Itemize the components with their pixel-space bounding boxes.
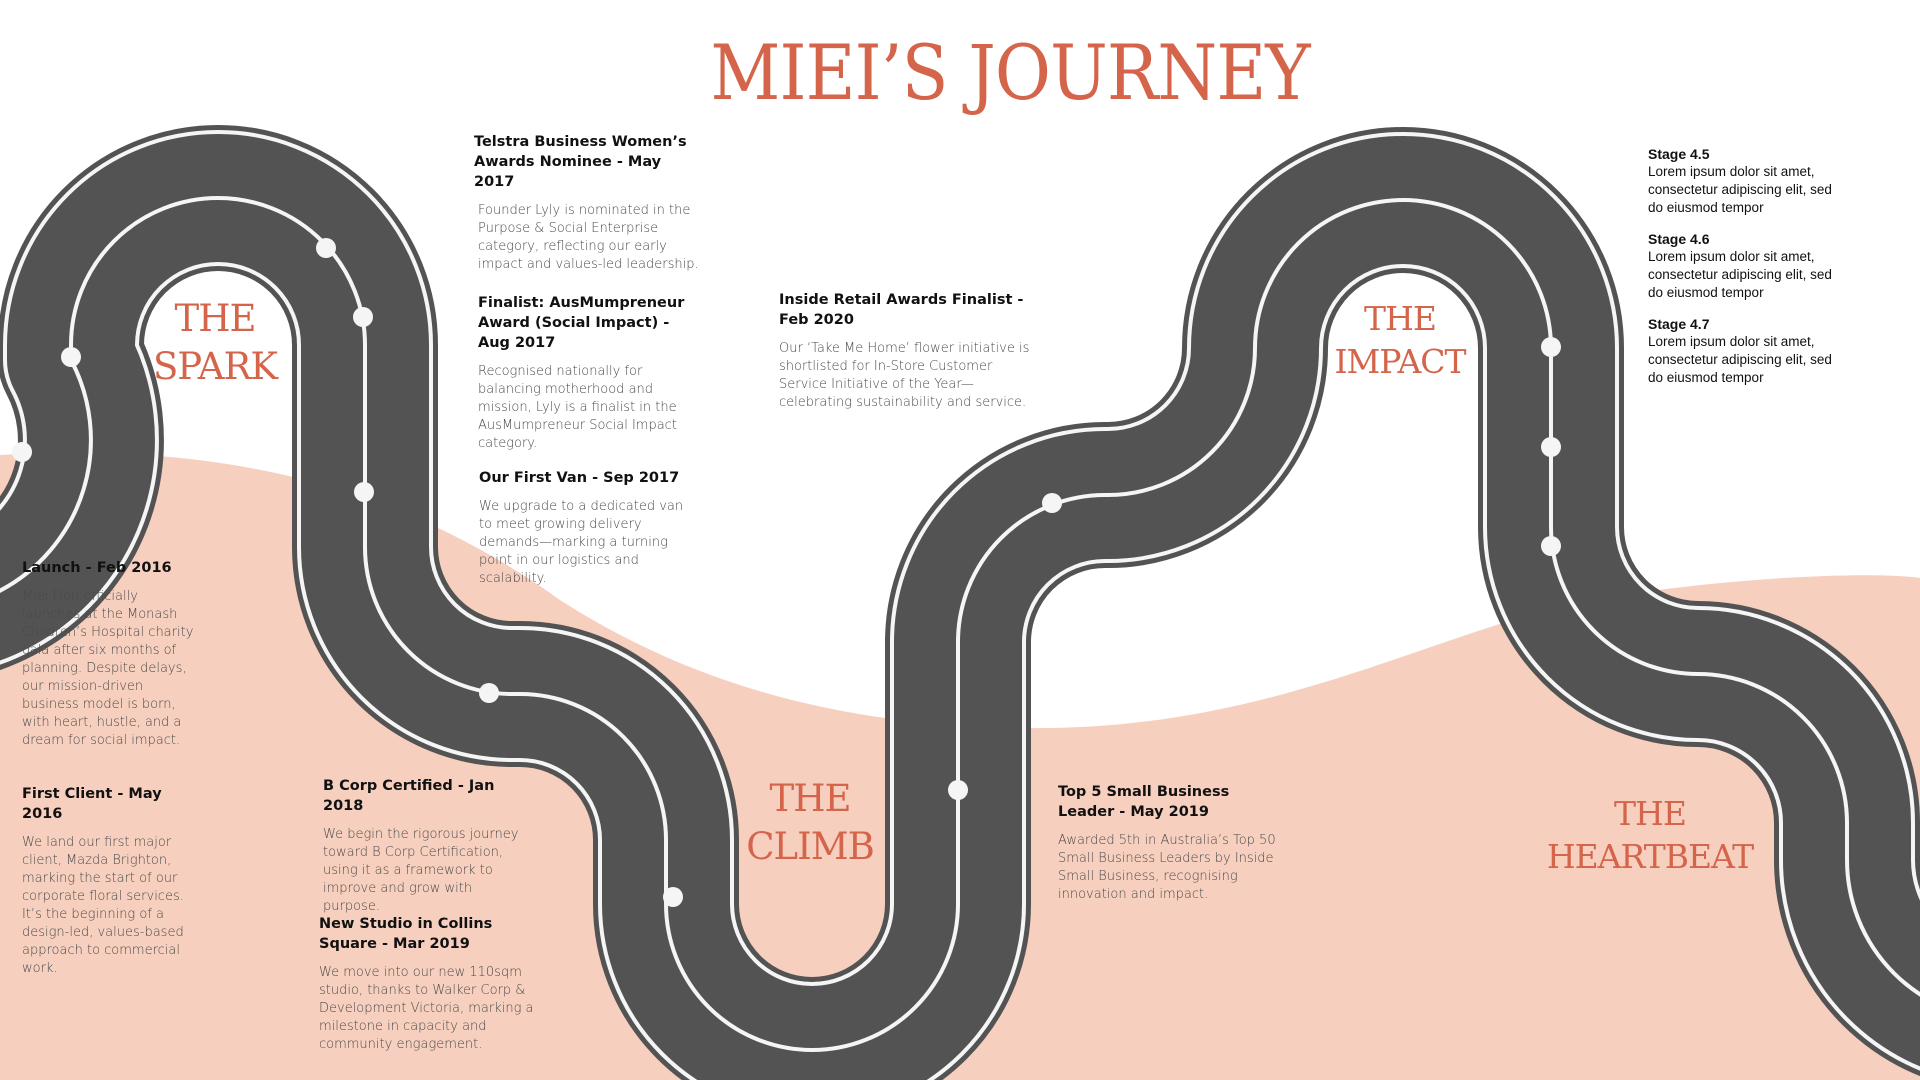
milestone-body: Miei Fiori officially launches at the Mo…: [22, 589, 194, 748]
milestone-heading: Inside Retail Awards Finalist - Feb 2020: [779, 292, 1024, 328]
stage-label-spark: THE SPARK: [130, 295, 300, 391]
stage-label-climb: THE CLIMB: [720, 775, 900, 871]
milestone-body: We land our first major client, Mazda Br…: [22, 835, 184, 976]
milestone-marker-dot: [479, 683, 499, 703]
milestone-collins-square: New Studio in Collins Square - Mar 2019 …: [319, 914, 539, 1054]
stage-label-line2: IMPACT: [1334, 341, 1466, 381]
milestone-bcorp: B Corp Certified - Jan 2018 We begin the…: [323, 776, 533, 916]
milestone-heading: First Client - May 2016: [22, 786, 162, 822]
stage-label-impact: THE IMPACT: [1320, 298, 1480, 384]
stage-label-line1: THE: [174, 297, 257, 340]
milestone-top5-leader: Top 5 Small Business Leader - May 2019 A…: [1058, 782, 1283, 904]
milestone-marker-dot: [353, 307, 373, 327]
milestone-first-client: First Client - May 2016 We land our firs…: [22, 784, 197, 978]
milestone-marker-dot: [663, 887, 683, 907]
milestone-markers: [12, 238, 1561, 907]
placeholder-body: Lorem ipsum dolor sit amet, consectetur …: [1648, 164, 1832, 215]
milestone-heading: Our First Van - Sep 2017: [479, 470, 680, 486]
milestone-heading: New Studio in Collins Square - Mar 2019: [319, 916, 493, 952]
milestone-inside-retail: Inside Retail Awards Finalist - Feb 2020…: [779, 290, 1044, 412]
placeholder-stage: Stage 4.7 Lorem ipsum dolor sit amet, co…: [1648, 315, 1833, 387]
milestone-marker-dot: [1541, 337, 1561, 357]
milestone-marker-dot: [1042, 493, 1062, 513]
stage-label-line1: THE: [1364, 299, 1437, 338]
milestone-marker-dot: [12, 442, 32, 462]
milestone-body: Our ‘Take Me Home’ flower initiative is …: [779, 341, 1030, 410]
stage-label-line1: THE: [769, 777, 852, 820]
page-title: MIEI’S JOURNEY: [710, 28, 1310, 117]
placeholder-heading: Stage 4.7: [1648, 316, 1710, 332]
stage-label-line1: THE: [1614, 794, 1687, 833]
placeholder-heading: Stage 4.5: [1648, 146, 1710, 162]
stage-label-line2: SPARK: [152, 345, 278, 389]
milestone-marker-dot: [1541, 437, 1561, 457]
milestone-heading: Top 5 Small Business Leader - May 2019: [1058, 784, 1230, 820]
milestone-body: Awarded 5th in Australia’s Top 50 Small …: [1058, 833, 1276, 902]
milestone-heading: Launch - Feb 2016: [22, 560, 172, 576]
milestone-heading: Telstra Business Women’s Awards Nominee …: [474, 134, 687, 190]
milestone-marker-dot: [316, 238, 336, 258]
milestone-telstra: Telstra Business Women’s Awards Nominee …: [474, 132, 699, 274]
placeholder-stage: Stage 4.6 Lorem ipsum dolor sit amet, co…: [1648, 230, 1833, 302]
stage-label-heartbeat: THE HEARTBEAT: [1535, 793, 1765, 879]
milestone-ausmumpreneur: Finalist: AusMumpreneur Award (Social Im…: [478, 293, 700, 453]
milestone-body: Founder Lyly is nominated in the Purpose…: [478, 203, 699, 272]
milestone-body: We move into our new 110sqm studio, than…: [319, 965, 534, 1052]
milestone-body: We begin the rigorous journey toward B C…: [323, 827, 519, 914]
milestone-marker-dot: [948, 780, 968, 800]
milestone-heading: B Corp Certified - Jan 2018: [323, 778, 495, 814]
milestone-heading: Finalist: AusMumpreneur Award (Social Im…: [478, 295, 685, 351]
milestone-marker-dot: [61, 347, 81, 367]
milestone-marker-dot: [1541, 536, 1561, 556]
placeholder-stages: Stage 4.5 Lorem ipsum dolor sit amet, co…: [1648, 145, 1833, 400]
stage-label-line2: CLIMB: [746, 825, 875, 869]
placeholder-stage: Stage 4.5 Lorem ipsum dolor sit amet, co…: [1648, 145, 1833, 217]
milestone-first-van: Our First Van - Sep 2017 We upgrade to a…: [479, 468, 689, 588]
milestone-body: Recognised nationally for balancing moth…: [478, 364, 677, 451]
road-center-line: [0, 196, 1920, 1052]
stage-label-line2: HEARTBEAT: [1546, 836, 1754, 876]
milestone-body: We upgrade to a dedicated van to meet gr…: [479, 499, 684, 586]
placeholder-body: Lorem ipsum dolor sit amet, consectetur …: [1648, 249, 1832, 300]
winding-road: [0, 125, 1920, 1080]
placeholder-body: Lorem ipsum dolor sit amet, consectetur …: [1648, 334, 1832, 385]
milestone-launch: Launch - Feb 2016 Miei Fiori officially …: [22, 558, 197, 750]
milestone-marker-dot: [354, 482, 374, 502]
placeholder-heading: Stage 4.6: [1648, 231, 1710, 247]
